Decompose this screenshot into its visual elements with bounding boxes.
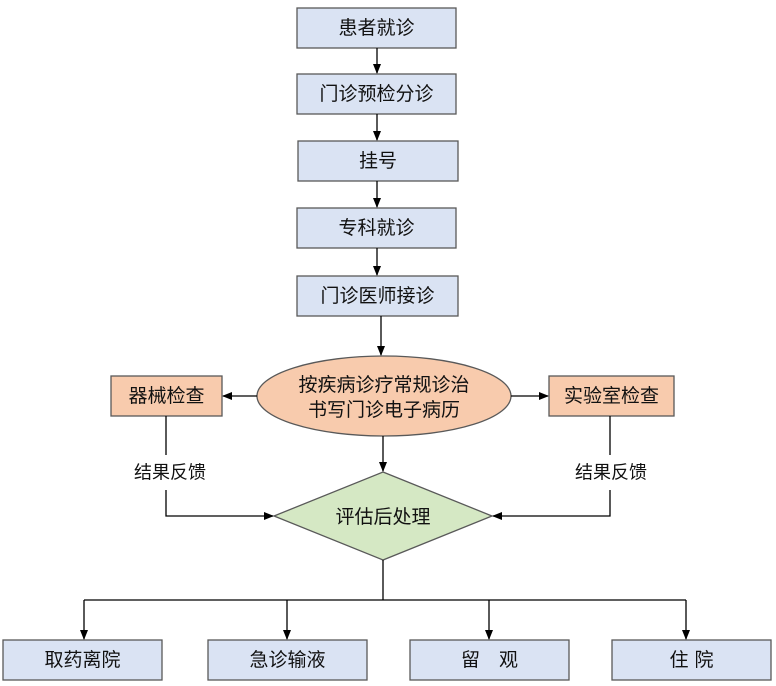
node-assess: 评估后处理 [272,471,494,561]
node-outcome-admit-label: 住 院 [669,649,713,671]
feedback-label-left: 结果反馈 [134,463,206,484]
node-treatment-line1: 按疾病诊疗常规诊治 [298,374,469,396]
node-doctor: 门诊医师接诊 [296,275,459,317]
node-specialty-label: 专科就诊 [338,217,414,239]
node-outcome-medicine: 取药离院 [2,639,163,681]
node-lab-exam: 实验室检查 [548,375,675,417]
node-doctor-label: 门诊医师接诊 [320,285,434,307]
node-treatment: 按疾病诊疗常规诊治 书写门诊电子病历 [256,355,512,437]
node-assess-label: 评估后处理 [335,506,430,528]
node-visit: 患者就诊 [296,7,457,49]
node-instrument-exam-label: 器械检查 [128,385,204,407]
node-outcome-admit: 住 院 [611,639,772,681]
node-outcome-infusion-label: 急诊输液 [249,649,325,671]
node-outcome-observe: 留 观 [409,639,570,681]
node-outcome-infusion: 急诊输液 [207,639,368,681]
edge-feedback-right-lower [492,490,611,520]
node-triage-label: 门诊预检分诊 [319,83,433,105]
node-outcome-observe-label: 留 观 [461,649,518,671]
node-outcome-medicine-label: 取药离院 [44,649,120,671]
node-treatment-line2: 书写门诊电子病历 [308,399,460,421]
edge-feedback-left-lower [165,490,274,520]
feedback-label-right: 结果反馈 [575,463,647,484]
node-instrument-exam: 器械检查 [110,375,223,417]
node-register-label: 挂号 [359,150,397,172]
node-lab-exam-label: 实验室检查 [564,385,659,407]
node-visit-label: 患者就诊 [338,17,414,39]
node-triage: 门诊预检分诊 [296,73,457,115]
node-specialty: 专科就诊 [296,207,457,249]
node-register: 挂号 [297,140,459,182]
